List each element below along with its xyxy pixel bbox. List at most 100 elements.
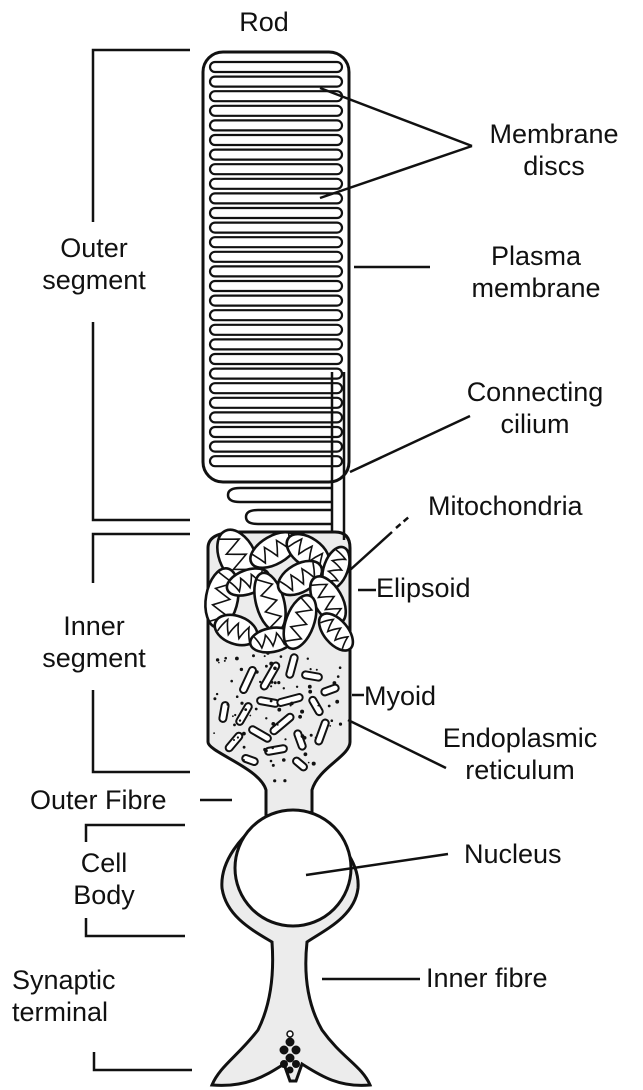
granule bbox=[307, 658, 309, 660]
granule bbox=[329, 725, 331, 727]
label-elipsoid: Elipsoid bbox=[376, 572, 471, 604]
granule bbox=[331, 719, 334, 722]
region-brackets bbox=[86, 50, 192, 1070]
granule bbox=[303, 736, 307, 740]
label-outer-fibre: Outer Fibre bbox=[30, 784, 167, 816]
membrane-disc bbox=[210, 412, 342, 422]
inner-segment-bracket-bottom bbox=[93, 690, 190, 772]
granule bbox=[317, 705, 319, 707]
mitochondria-leader-tail bbox=[396, 516, 410, 528]
granule bbox=[216, 693, 218, 695]
granule bbox=[243, 746, 246, 749]
granule bbox=[237, 736, 239, 738]
inner-segment-bracket-top bbox=[93, 534, 190, 583]
membrane-disc bbox=[210, 164, 342, 174]
granule bbox=[308, 690, 312, 694]
label-plasma-membrane: Plasma membrane bbox=[456, 240, 616, 304]
granule bbox=[274, 681, 277, 684]
membrane-disc bbox=[210, 281, 342, 291]
membrane-disc bbox=[210, 135, 342, 145]
membrane-disc bbox=[210, 91, 342, 101]
granule bbox=[308, 685, 312, 689]
diagram-title: Rod bbox=[232, 6, 296, 38]
membrane-disc bbox=[210, 354, 342, 364]
granule bbox=[277, 681, 280, 684]
cell-body-bracket-top bbox=[86, 825, 185, 842]
membrane-disc bbox=[210, 456, 342, 466]
granule bbox=[240, 668, 243, 671]
cell-body-bracket-bottom bbox=[86, 918, 185, 936]
granule bbox=[310, 734, 313, 737]
granule bbox=[277, 724, 279, 726]
granule bbox=[213, 732, 215, 734]
granule bbox=[233, 739, 235, 741]
granule bbox=[283, 779, 286, 782]
granule bbox=[270, 700, 273, 703]
granule bbox=[233, 724, 236, 727]
granule bbox=[339, 666, 342, 669]
label-cell-body: Cell Body bbox=[42, 847, 166, 911]
membrane-disc bbox=[210, 179, 342, 189]
membrane-disc bbox=[210, 369, 342, 379]
granule bbox=[232, 715, 234, 717]
granule bbox=[242, 732, 246, 736]
granule bbox=[270, 760, 273, 763]
label-inner-segment: Inner segment bbox=[14, 610, 174, 674]
granule bbox=[290, 702, 294, 706]
granule bbox=[259, 697, 261, 699]
granule bbox=[265, 717, 267, 719]
membrane-disc bbox=[210, 310, 342, 320]
granule bbox=[273, 667, 277, 671]
granule bbox=[330, 686, 332, 688]
label-myoid: Myoid bbox=[364, 680, 436, 712]
granule bbox=[259, 681, 261, 683]
nucleus-circle bbox=[235, 810, 351, 926]
membrane-disc bbox=[210, 106, 342, 116]
granule bbox=[234, 714, 236, 716]
granule bbox=[270, 681, 273, 684]
granule bbox=[264, 655, 266, 657]
outer-segment-bracket-top bbox=[93, 50, 190, 222]
granule bbox=[300, 710, 304, 714]
membrane-disc bbox=[210, 442, 342, 452]
membrane-disc bbox=[210, 325, 342, 335]
granule bbox=[273, 779, 276, 782]
granule bbox=[321, 708, 323, 710]
membrane-disc bbox=[210, 62, 342, 72]
granule bbox=[283, 687, 285, 689]
membrane-disc bbox=[210, 266, 342, 276]
granule bbox=[230, 680, 233, 683]
granule bbox=[266, 651, 269, 654]
membrane-disc bbox=[210, 120, 342, 130]
granule bbox=[216, 658, 219, 661]
granule bbox=[296, 686, 298, 688]
granule bbox=[213, 697, 216, 700]
granule bbox=[310, 668, 312, 670]
membrane-disc bbox=[210, 237, 342, 247]
granule bbox=[284, 738, 286, 740]
granule bbox=[277, 708, 281, 712]
granule bbox=[308, 762, 310, 764]
membrane-disc bbox=[210, 398, 342, 408]
label-membrane-discs: Membrane discs bbox=[474, 118, 634, 182]
granule bbox=[328, 705, 331, 708]
granule bbox=[272, 747, 274, 749]
granule bbox=[298, 715, 302, 719]
granule bbox=[252, 654, 255, 657]
granule bbox=[280, 655, 283, 658]
membrane-disc bbox=[210, 427, 342, 437]
membrane-disc bbox=[210, 252, 342, 262]
label-connecting-cilium: Connecting cilium bbox=[450, 376, 620, 440]
granule bbox=[333, 681, 337, 685]
granule bbox=[312, 762, 316, 766]
basal-disc-folds bbox=[228, 488, 332, 524]
label-mitochondria: Mitochondria bbox=[428, 490, 583, 522]
granule bbox=[227, 704, 229, 706]
outer-segment-bracket-bottom bbox=[93, 322, 190, 520]
mitochondria-leader bbox=[350, 532, 392, 570]
granule bbox=[218, 662, 220, 664]
synaptic-terminal-bracket bbox=[94, 1052, 192, 1070]
granule bbox=[224, 660, 226, 662]
granule bbox=[339, 723, 342, 726]
